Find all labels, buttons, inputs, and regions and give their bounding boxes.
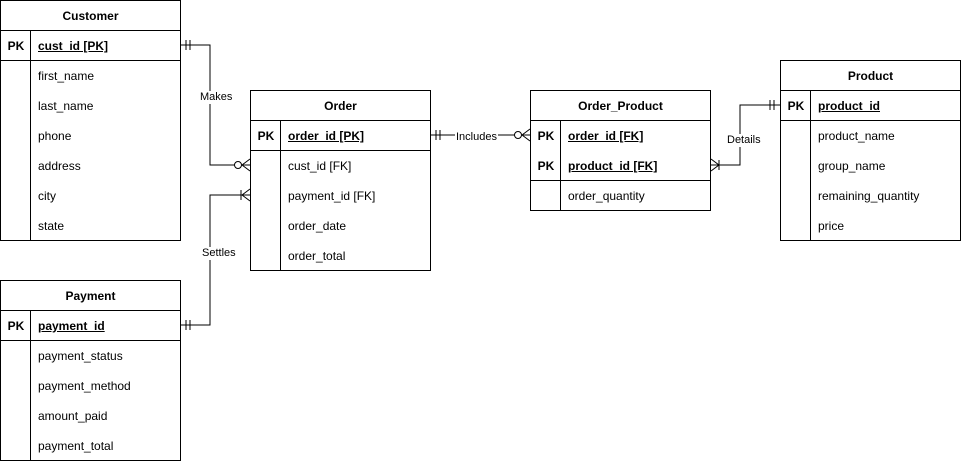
- customer-field: state: [38, 219, 65, 233]
- customer-field-row[interactable]: phone: [1, 121, 180, 151]
- payment-field-row[interactable]: amount_paid: [1, 401, 180, 431]
- makes-connector[interactable]: [181, 44, 250, 166]
- order-product-key-divider: [560, 121, 561, 210]
- order-field-row[interactable]: order_total: [251, 241, 430, 271]
- customer-pk-row[interactable]: PK cust_id [PK]: [1, 31, 180, 61]
- includes-crow-b: [521, 134, 531, 142]
- customer-field-row[interactable]: last_name: [1, 91, 180, 121]
- payment-field: payment_method: [38, 379, 131, 393]
- payment-pk-field: payment_id: [38, 319, 105, 333]
- settles-crow-a: [241, 188, 251, 196]
- order-product-pk-row[interactable]: PK product_id [FK]: [531, 151, 710, 181]
- pk-label: PK: [787, 99, 805, 113]
- includes-crow-a: [521, 128, 531, 136]
- order-product-pk-field: order_id [FK]: [568, 129, 644, 143]
- includes-zero-mark: [514, 131, 522, 139]
- order-pk-row[interactable]: PK order_id [PK]: [251, 121, 430, 151]
- pk-label: PK: [537, 159, 555, 173]
- order-title: Order: [251, 91, 430, 121]
- customer-key-divider: [30, 31, 31, 240]
- customer-field-row[interactable]: first_name: [1, 61, 180, 91]
- payment-field-row[interactable]: payment_method: [1, 371, 180, 401]
- settles-connector[interactable]: [181, 194, 250, 326]
- includes-label: Includes: [455, 131, 498, 144]
- order-field-row[interactable]: cust_id [FK]: [251, 151, 430, 181]
- customer-title: Customer: [1, 1, 180, 31]
- product-field-row[interactable]: price: [781, 211, 960, 241]
- customer-field-row[interactable]: state: [1, 211, 180, 241]
- product-entity[interactable]: Product PK product_id product_name group…: [780, 60, 961, 241]
- product-title: Product: [781, 61, 960, 91]
- product-field: price: [818, 219, 845, 233]
- details-label: Details: [726, 134, 762, 147]
- customer-field: address: [38, 159, 81, 173]
- order-field: order_total: [288, 249, 346, 263]
- details-crow-b: [710, 164, 720, 172]
- makes-label: Makes: [199, 91, 234, 104]
- payment-pk-row[interactable]: PK payment_id: [1, 311, 180, 341]
- payment-entity[interactable]: Payment PK payment_id payment_status pay…: [0, 280, 181, 461]
- order-product-entity[interactable]: Order_Product PK order_id [FK] PK produc…: [530, 90, 711, 211]
- product-field-row[interactable]: remaining_quantity: [781, 181, 960, 211]
- customer-field: last_name: [38, 99, 94, 113]
- product-field: group_name: [818, 159, 886, 173]
- payment-field-row[interactable]: payment_total: [1, 431, 180, 461]
- order-product-pk-row[interactable]: PK order_id [FK]: [531, 121, 710, 151]
- customer-field: phone: [38, 129, 72, 143]
- payment-field: payment_total: [38, 439, 114, 453]
- pk-label: PK: [537, 129, 555, 143]
- pk-label: PK: [7, 39, 25, 53]
- product-field-row[interactable]: group_name: [781, 151, 960, 181]
- makes-crow-b: [241, 164, 251, 172]
- customer-field: city: [38, 189, 56, 203]
- order-pk-field: order_id [PK]: [288, 129, 365, 143]
- order-field: cust_id [FK]: [288, 159, 352, 173]
- order-field-row[interactable]: order_date: [251, 211, 430, 241]
- order-field-row[interactable]: payment_id [FK]: [251, 181, 430, 211]
- customer-field: first_name: [38, 69, 95, 83]
- makes-zero-mark: [234, 161, 242, 169]
- order-key-divider: [280, 121, 281, 270]
- product-field: remaining_quantity: [818, 189, 920, 203]
- order-product-field-row[interactable]: order_quantity: [531, 181, 710, 211]
- customer-field-row[interactable]: address: [1, 151, 180, 181]
- order-field: order_date: [288, 219, 347, 233]
- order-field: payment_id [FK]: [288, 189, 376, 203]
- customer-pk-field: cust_id [PK]: [38, 39, 109, 53]
- payment-field-row[interactable]: payment_status: [1, 341, 180, 371]
- order-product-pk-field: product_id [FK]: [568, 159, 658, 173]
- payment-title: Payment: [1, 281, 180, 311]
- customer-entity[interactable]: Customer PK cust_id [PK] first_name last…: [0, 0, 181, 241]
- order-product-title: Order_Product: [531, 91, 710, 121]
- order-entity[interactable]: Order PK order_id [PK] cust_id [FK] paym…: [250, 90, 431, 271]
- product-key-divider: [810, 91, 811, 240]
- pk-label: PK: [257, 129, 275, 143]
- pk-label: PK: [7, 319, 25, 333]
- details-crow-a: [710, 158, 720, 166]
- settles-crow-b: [241, 194, 251, 202]
- product-pk-field: product_id: [818, 99, 880, 113]
- makes-crow-a: [241, 158, 251, 166]
- customer-field-row[interactable]: city: [1, 181, 180, 211]
- product-field-row[interactable]: product_name: [781, 121, 960, 151]
- product-field: product_name: [818, 129, 895, 143]
- payment-field: payment_status: [38, 349, 123, 363]
- settles-label: Settles: [201, 247, 237, 260]
- product-pk-row[interactable]: PK product_id: [781, 91, 960, 121]
- payment-field: amount_paid: [38, 409, 108, 423]
- payment-key-divider: [30, 311, 31, 460]
- order-product-field: order_quantity: [568, 189, 645, 203]
